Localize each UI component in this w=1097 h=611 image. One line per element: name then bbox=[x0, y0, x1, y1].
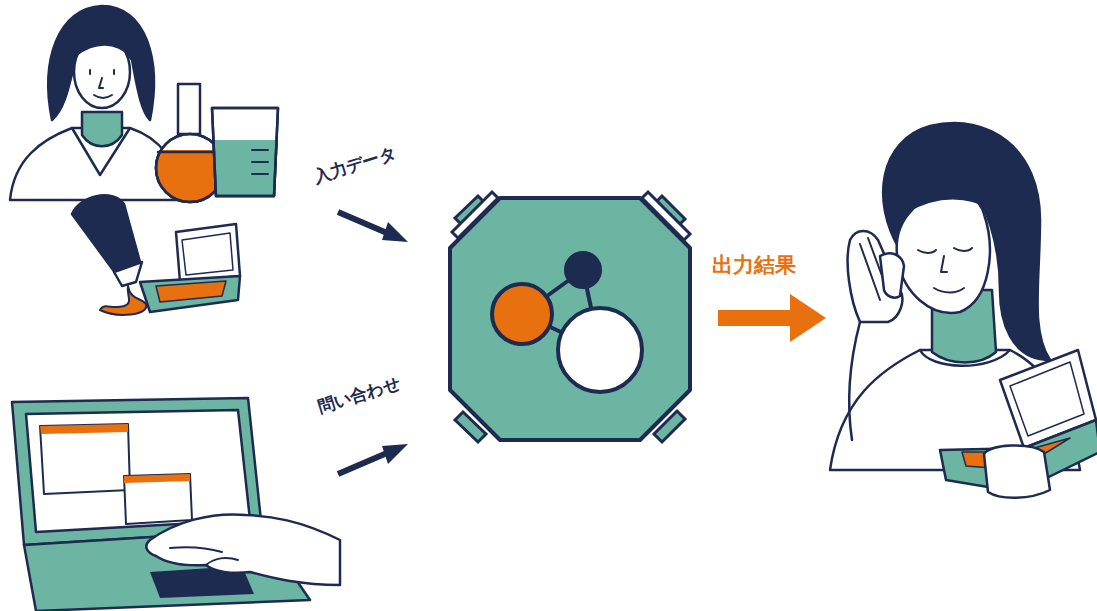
analysis-engine-part-part bbox=[558, 308, 642, 392]
scientist-figure-part bbox=[176, 224, 240, 282]
scientist-figure-part bbox=[212, 108, 278, 196]
analysis-engine-part bbox=[492, 253, 642, 392]
arrow-label: 問い合わせ bbox=[315, 374, 402, 417]
scientist-figure-part bbox=[212, 108, 278, 196]
flow-arrows-part bbox=[382, 444, 408, 464]
output-label: 出力結果 bbox=[712, 254, 796, 277]
flow-arrows-part bbox=[382, 222, 408, 242]
scientist-figure-part bbox=[72, 195, 140, 274]
flow-arrows-part bbox=[790, 294, 826, 342]
customer-figure-part bbox=[1010, 362, 1084, 436]
customer-figure-part bbox=[984, 445, 1050, 497]
scientist-figure-part bbox=[158, 151, 222, 154]
customer-figure-part bbox=[883, 123, 1050, 360]
laptop-figure-part bbox=[124, 474, 190, 483]
customer-figure-part bbox=[849, 322, 860, 440]
flow-arrows-part bbox=[718, 310, 792, 326]
analysis-engine-part-part bbox=[654, 411, 685, 442]
analysis-engine-part-part bbox=[566, 253, 600, 287]
scientist-figure-part bbox=[182, 233, 233, 275]
scientist-figure-part bbox=[48, 6, 153, 120]
laptop-figure bbox=[12, 398, 340, 611]
customer-figure-part bbox=[906, 176, 996, 212]
scientist-figure-part bbox=[76, 35, 130, 55]
scientist-figure-part bbox=[178, 84, 200, 134]
analysis-engine-part-part bbox=[492, 284, 552, 344]
laptop-figure-part bbox=[124, 474, 192, 524]
analysis-engine-part bbox=[452, 192, 690, 442]
arrow-label: 入力データ bbox=[311, 144, 398, 187]
scientist-figure-part bbox=[74, 36, 130, 108]
scientist-figure-part bbox=[100, 286, 146, 315]
laptop-figure-part bbox=[40, 424, 128, 434]
scientist-figure-part bbox=[114, 262, 142, 286]
scientist-figure-part bbox=[82, 112, 122, 146]
analysis-engine-part-part bbox=[642, 192, 690, 240]
laptop-figure-part bbox=[146, 514, 340, 585]
laptop-figure-part bbox=[170, 547, 238, 565]
scientist-figure-part bbox=[140, 276, 240, 312]
analysis-engine-part bbox=[450, 198, 690, 440]
customer-figure-part bbox=[880, 253, 904, 297]
customer-figure bbox=[830, 123, 1097, 498]
scientist-figure-part bbox=[212, 140, 278, 196]
analysis-engine-part-part bbox=[452, 192, 498, 238]
scientist-figure bbox=[10, 6, 278, 315]
laptop-figure-part bbox=[40, 424, 130, 494]
analysis-engine bbox=[450, 192, 690, 442]
laptop-figure-part bbox=[26, 410, 250, 532]
customer-figure-part bbox=[918, 248, 972, 293]
scientist-figure-part bbox=[72, 128, 130, 175]
scientist-figure-part bbox=[156, 281, 226, 302]
scientist-figure-part bbox=[90, 70, 114, 98]
scientist-figure-part bbox=[252, 150, 268, 174]
analysis-engine-part-part bbox=[455, 412, 486, 442]
